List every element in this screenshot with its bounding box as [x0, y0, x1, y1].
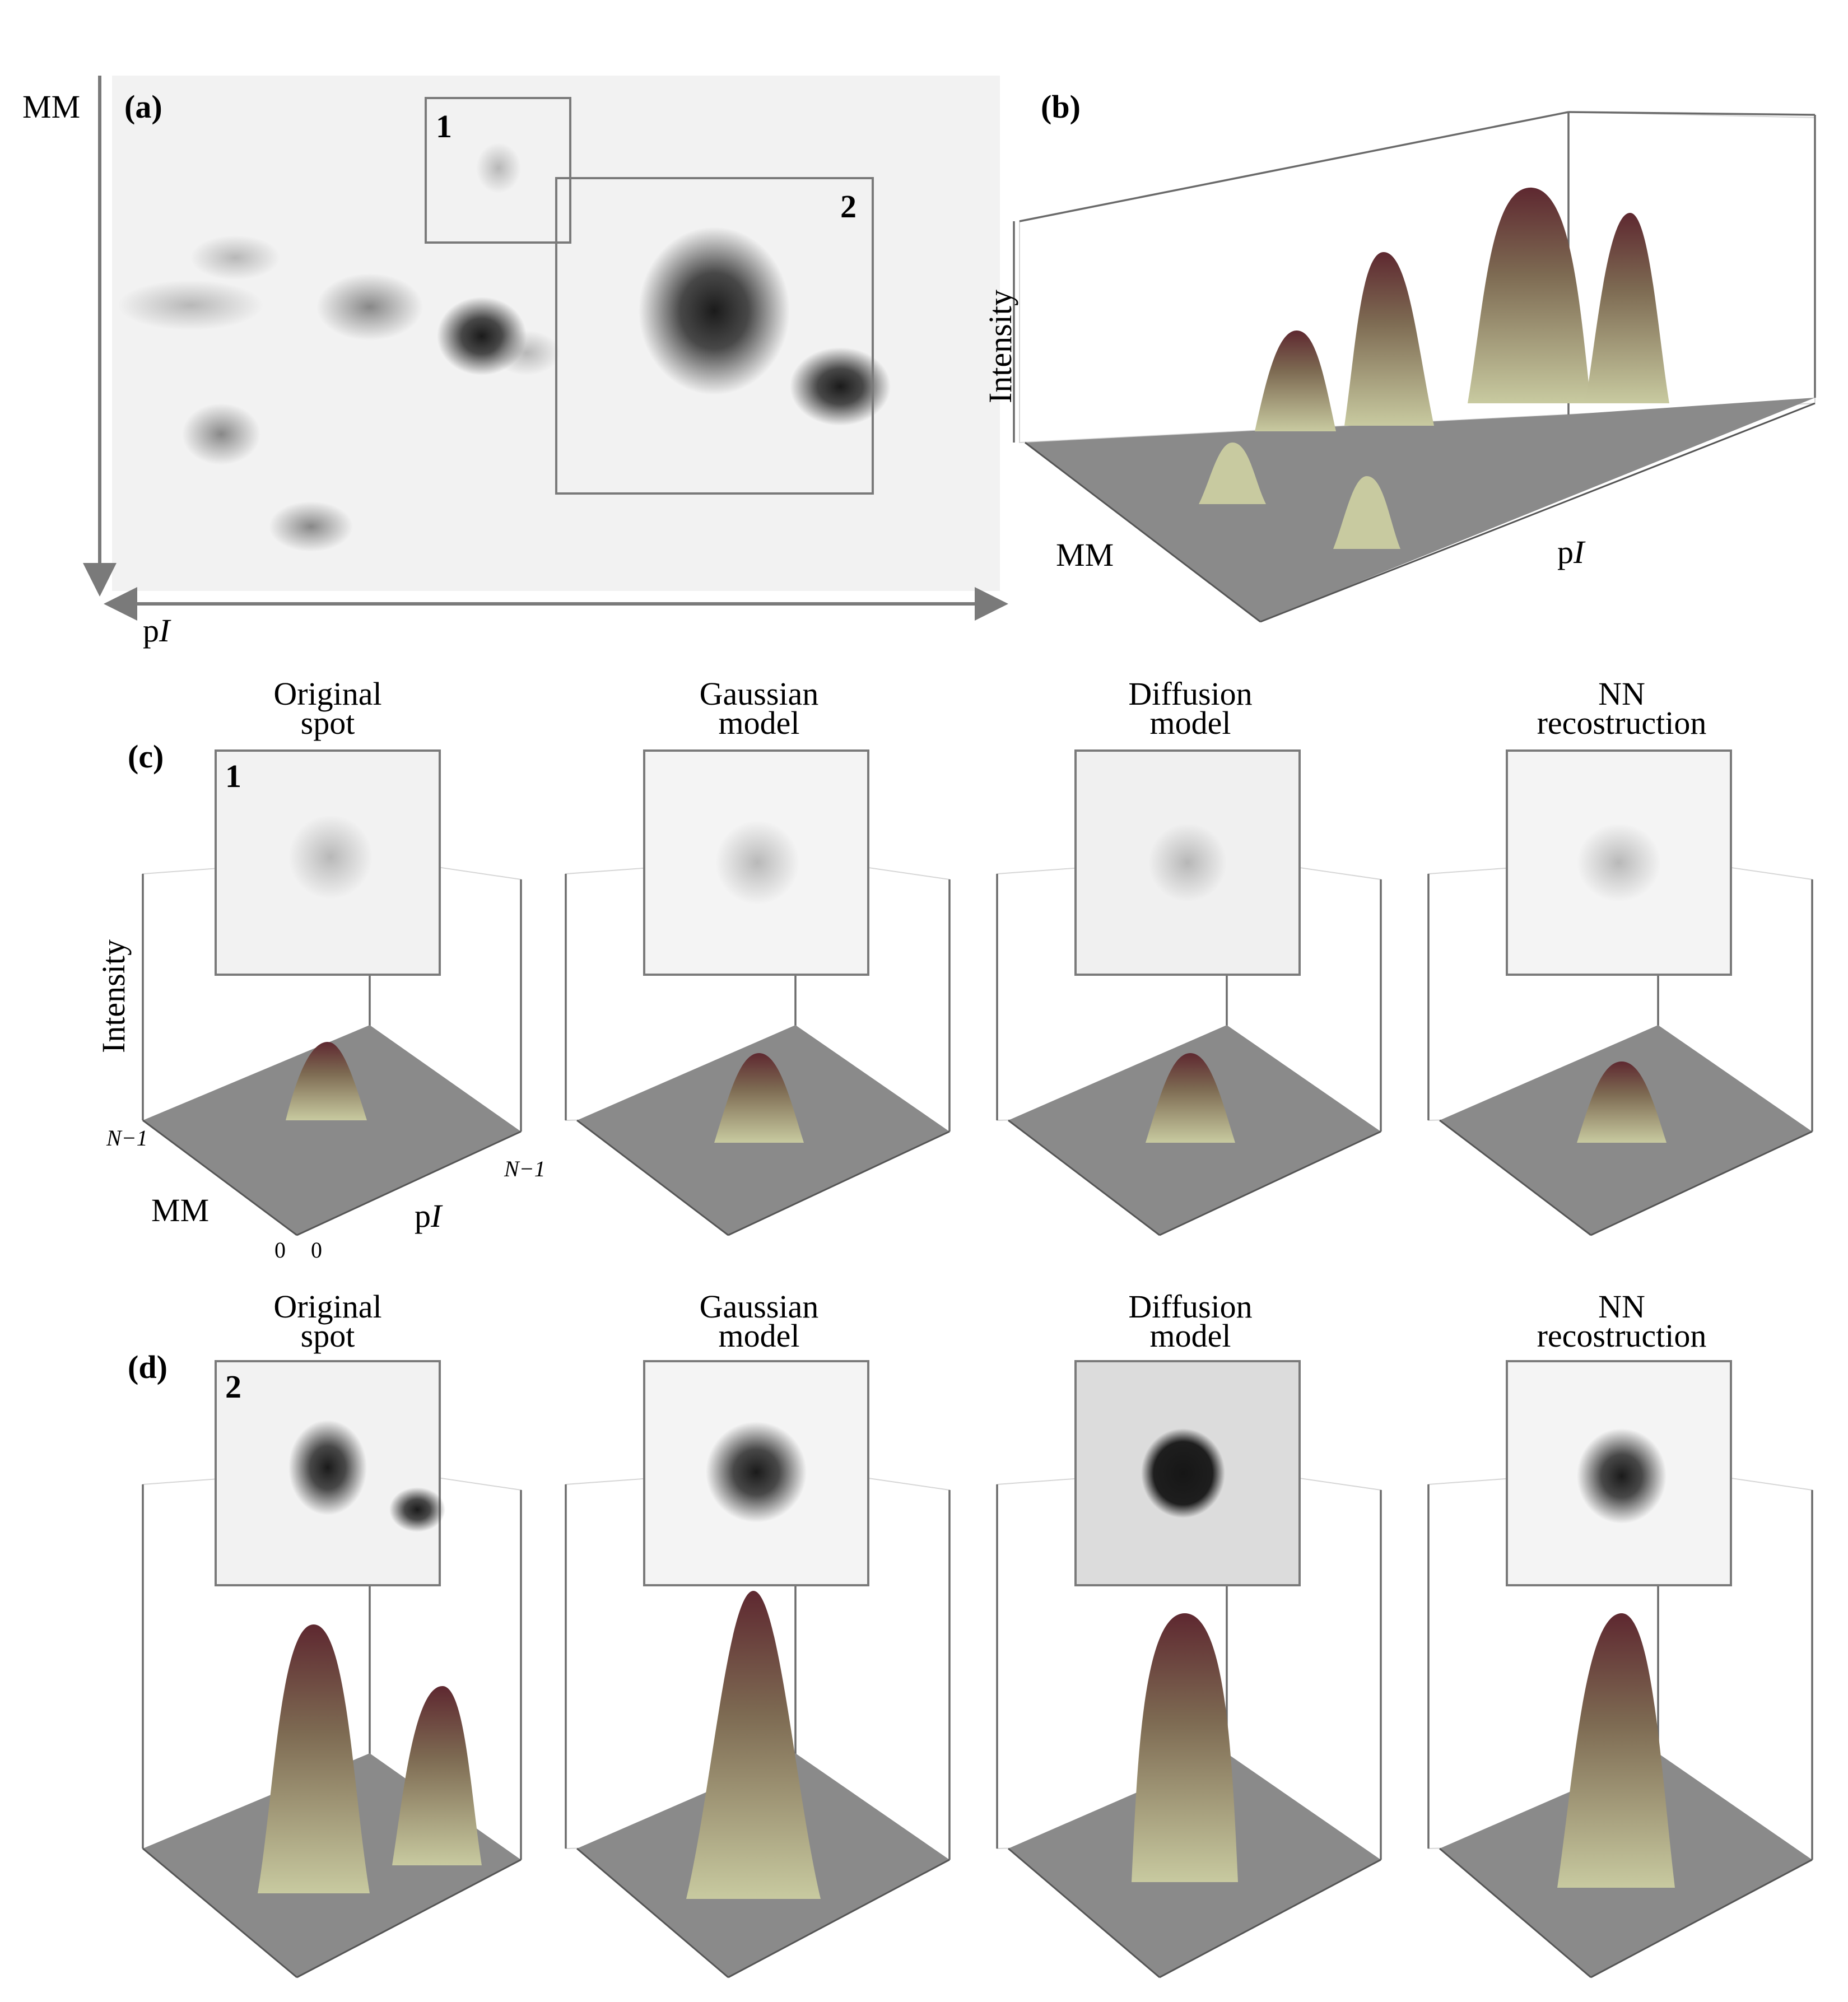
plot-gaussian-d: [565, 1360, 951, 1978]
axis-label-mm: MM: [22, 89, 80, 125]
col-header-diffusion-c: Diffusion: [1128, 676, 1252, 712]
plot-original-d: 2: [142, 1360, 522, 1978]
axis-label-mm-c: MM: [151, 1192, 209, 1228]
region-box-1: [425, 97, 571, 244]
col-header-nn-c: NN: [1598, 676, 1645, 712]
axis-label-intensity-c: Intensity: [95, 939, 132, 1053]
spot-image-gaussian-d: [643, 1360, 869, 1586]
col-header-diffusion-d-2: model: [1150, 1317, 1231, 1354]
axis-label-mm-b: MM: [1056, 537, 1114, 573]
region-label-2: 2: [840, 188, 856, 225]
gel-spots: [118, 143, 891, 552]
col-header-gaussian-c: Gaussian: [700, 676, 819, 712]
plot-diffusion-c: [996, 749, 1382, 1236]
plot-original-c: 1 Intensity N−1 MM pI N−1 0 0: [95, 749, 546, 1263]
tick-n1-pi-c: N−1: [504, 1156, 546, 1181]
col-header-diffusion-d: Diffusion: [1128, 1288, 1252, 1325]
axis-label-pi-b: pI: [1557, 534, 1586, 570]
region-label-1: 1: [436, 108, 452, 145]
col-header-gaussian-d: Gaussian: [700, 1288, 819, 1325]
panel-label-c: (c): [128, 738, 164, 775]
plot-diffusion-d: [996, 1360, 1382, 1978]
tick-zero-mm-c: 0: [274, 1237, 286, 1263]
col-header-nn-c-2: recostruction: [1537, 705, 1707, 741]
tick-zero-pi-c: 0: [311, 1237, 322, 1263]
row-d: (d) Original spot Gaussian model Diffusi…: [128, 1288, 1813, 1978]
col-header-gaussian-d-2: model: [719, 1317, 800, 1354]
plot-gaussian-c: [565, 749, 951, 1236]
surface-b-peaks: [1199, 187, 1669, 549]
panel-label-a: (a): [124, 89, 162, 125]
axis-label-intensity-b: Intensity: [982, 290, 1018, 403]
col-header-original-c-2: spot: [301, 705, 355, 741]
col-header-original-d: Original: [273, 1288, 381, 1325]
spot-number-d: 2: [225, 1368, 241, 1405]
col-header-nn-d: NN: [1598, 1288, 1645, 1325]
surface-b-floor: [1025, 398, 1815, 622]
row-c: (c) Original spot Gaussian model Diffusi…: [95, 676, 1813, 1263]
col-header-original-d-2: spot: [301, 1317, 355, 1354]
region-box-2: [555, 177, 874, 495]
tick-n1-mm-c: N−1: [106, 1125, 148, 1151]
panel-label-b: (b): [1041, 89, 1081, 125]
panel-label-d: (d): [128, 1349, 167, 1385]
panel-a: 1 2 (a) MM pI: [22, 76, 1008, 649]
col-header-nn-d-2: recostruction: [1537, 1317, 1707, 1354]
axis-label-pi-c: pI: [415, 1198, 443, 1234]
col-header-diffusion-c-2: model: [1150, 705, 1231, 741]
panel-b: (b) Intensity MM pI: [982, 89, 1816, 623]
plot-nn-c: [1427, 749, 1813, 1236]
col-header-original-c: Original: [273, 676, 381, 712]
axis-label-pi: pI: [143, 612, 171, 649]
plot-nn-d: [1427, 1360, 1813, 1978]
col-header-gaussian-c-2: model: [719, 705, 800, 741]
spot-number-c: 1: [225, 758, 241, 794]
